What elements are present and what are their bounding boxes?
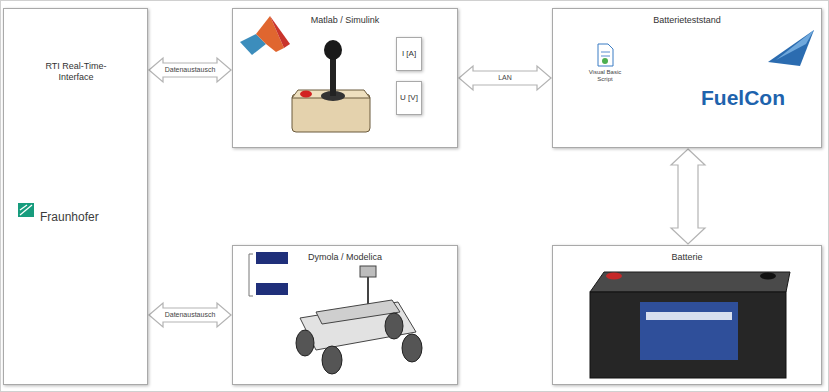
- robot-vehicle-part: [322, 346, 342, 374]
- box-title: Dymola / Modelica: [237, 252, 453, 263]
- logo-text: FuelCon: [701, 85, 816, 110]
- box-title: Batterie: [557, 252, 817, 263]
- icon-caption: Visual Basic Script: [588, 69, 622, 82]
- interface-box: RTI Real-Time-InterfaceFraunhofer: [3, 8, 148, 385]
- car-battery-part: [606, 273, 622, 280]
- joystick-icon-part: [324, 40, 342, 60]
- car-battery-part: [590, 272, 790, 292]
- test-bench-box: BatterieteststandFuelCon: [552, 8, 822, 148]
- connector-label: Datenaustausch: [164, 311, 217, 319]
- car-battery-part: [646, 312, 732, 320]
- script-icon: [598, 44, 613, 66]
- fuelcon-logo-mark: [768, 30, 814, 66]
- car-battery-part: [760, 273, 776, 280]
- car-battery-part: [590, 292, 786, 378]
- car-battery-part: [640, 302, 738, 360]
- dymola-icon-part: [249, 254, 253, 296]
- signal-box: U [V]: [396, 81, 422, 115]
- robot-vehicle-part: [360, 266, 376, 277]
- fraunhofer-logo-mark-part: [18, 203, 34, 217]
- software-box: Matlab / Simulink I [A] U [V]: [232, 8, 458, 148]
- fraunhofer-logo-mark-part: [20, 205, 27, 210]
- fuelcon-logo-mark-part: [768, 30, 814, 66]
- dymola-icon-part: [256, 252, 288, 264]
- box-title: RTI Real-Time-Interface: [30, 61, 122, 83]
- script-icon-part: [602, 58, 608, 64]
- script-icon-part: [601, 56, 610, 57]
- signal-name: U [V]: [397, 93, 421, 103]
- signal-name: I [A]: [397, 49, 421, 59]
- signal-box: I [A]: [396, 37, 422, 71]
- car-battery: [590, 272, 790, 378]
- robot-vehicle-part: [402, 334, 422, 362]
- connector-label: Datenaustausch: [164, 66, 217, 74]
- block-arrow: [671, 149, 705, 244]
- robot-vehicle-part: [296, 330, 314, 356]
- robot-vehicle-part: [367, 276, 369, 304]
- box-title: Batterieteststand: [557, 15, 817, 26]
- block-arrow: [149, 58, 231, 82]
- joystick-icon-part: [300, 91, 312, 98]
- joystick-icon: [292, 40, 370, 132]
- box-title: Matlab / Simulink: [237, 15, 453, 26]
- script-icon-part: [601, 52, 610, 53]
- dymola-icon: [249, 252, 288, 296]
- block-arrow: [149, 303, 231, 327]
- matlab-logo-part: [270, 16, 290, 48]
- script-icon-part: [598, 44, 613, 66]
- robot-vehicle-part: [385, 313, 403, 339]
- robot-vehicle: [296, 266, 422, 374]
- fraunhofer-logo-mark-part: [20, 205, 32, 215]
- fraunhofer-logo-mark: [18, 203, 34, 217]
- dymola-icon-part: [256, 283, 288, 295]
- block-arrow: [459, 66, 551, 90]
- fuelcon-logo-mark-part: [776, 30, 814, 60]
- model-box: Dymola / Modelica: [232, 245, 458, 385]
- logo-text: Fraunhofer: [40, 210, 135, 224]
- matlab-logo: [240, 16, 290, 55]
- battery-box: Batterie: [552, 245, 822, 385]
- connector-label: LAN: [497, 74, 513, 82]
